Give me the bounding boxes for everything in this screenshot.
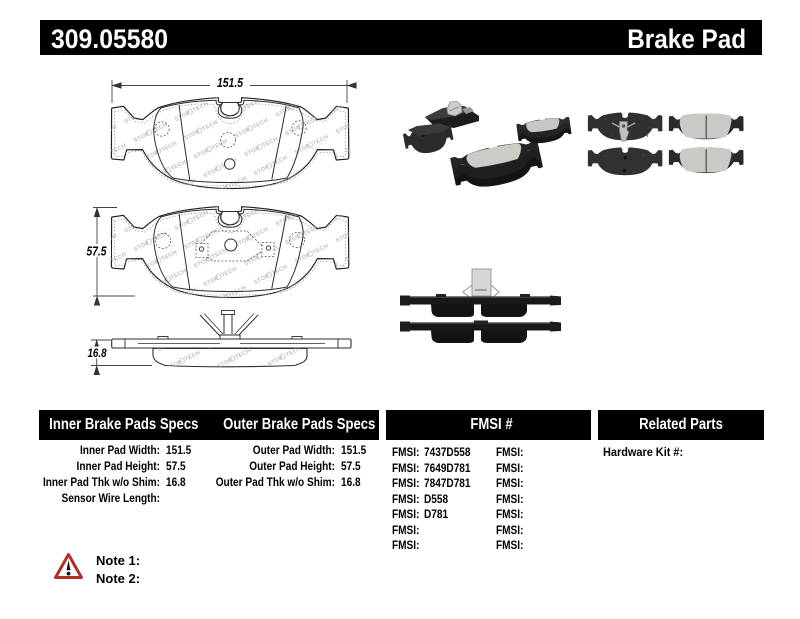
svg-text:151.5: 151.5 <box>217 76 244 90</box>
svg-text:16.8: 16.8 <box>88 348 108 360</box>
svg-text:57.5: 57.5 <box>87 245 108 259</box>
